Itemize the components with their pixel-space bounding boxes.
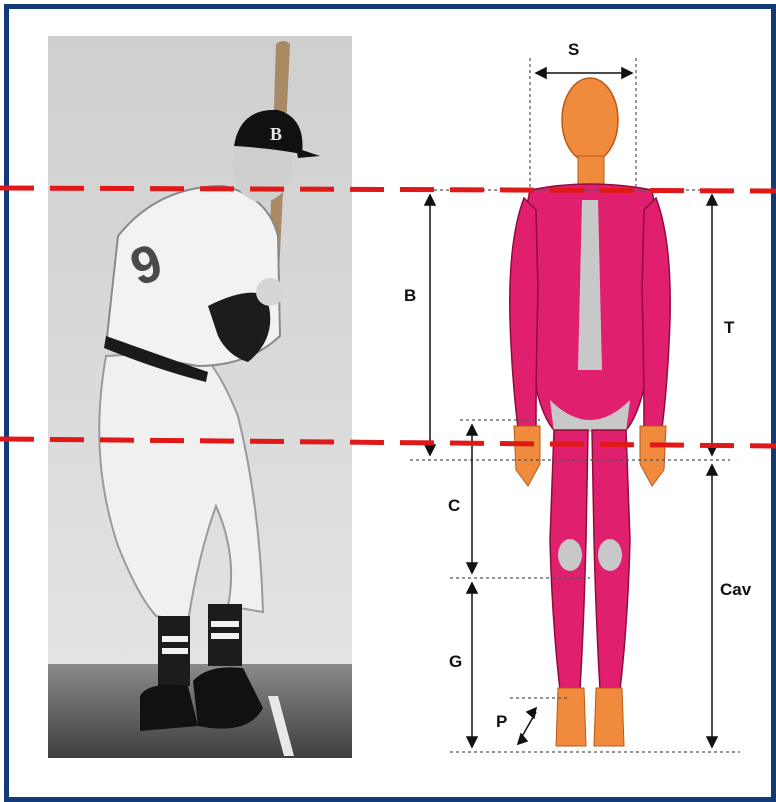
label-s: S [568, 40, 579, 60]
label-g: G [449, 652, 462, 672]
sternum-bone [578, 200, 602, 370]
s-arrowhead-left [536, 68, 546, 78]
label-cav: Cav [720, 580, 751, 600]
g-arrowhead-top [467, 583, 477, 593]
p-arrowhead-bottom [518, 734, 527, 744]
left-arm-muscles [642, 198, 670, 428]
b-arrowhead-bottom [425, 445, 435, 455]
left-knee-bone [598, 539, 622, 571]
p-arrowhead-top [527, 708, 536, 718]
cav-arrowhead-bottom [707, 737, 717, 747]
cap-letter: B [270, 124, 282, 144]
s-arrowhead-right [622, 68, 632, 78]
c-arrowhead-top [467, 425, 477, 435]
left-foot [594, 688, 624, 746]
left-hand [640, 426, 666, 486]
baseball-player-photo: 9 B [48, 36, 352, 758]
anatomical-figure [390, 40, 750, 775]
right-hand [514, 426, 540, 486]
b-arrowhead-top [425, 195, 435, 205]
label-p: P [496, 712, 507, 732]
sock-stripe [211, 633, 239, 639]
head [562, 78, 618, 162]
neck [578, 156, 604, 186]
sock-stripe [211, 621, 239, 627]
label-c: C [448, 496, 460, 516]
label-b: B [404, 286, 416, 306]
g-arrowhead-bottom [467, 737, 477, 747]
left-shoe [140, 685, 198, 731]
sock-stripe [162, 648, 188, 654]
c-arrowhead-bottom [467, 563, 477, 573]
right-foot [556, 688, 586, 746]
sock-stripe [162, 636, 188, 642]
hands [256, 278, 284, 306]
right-knee-bone [558, 539, 582, 571]
t-arrowhead-top [707, 195, 717, 205]
t-arrowhead-bottom [707, 445, 717, 455]
cav-arrowhead-top [707, 465, 717, 475]
right-arm-muscles [510, 198, 538, 428]
label-t: T [724, 318, 734, 338]
